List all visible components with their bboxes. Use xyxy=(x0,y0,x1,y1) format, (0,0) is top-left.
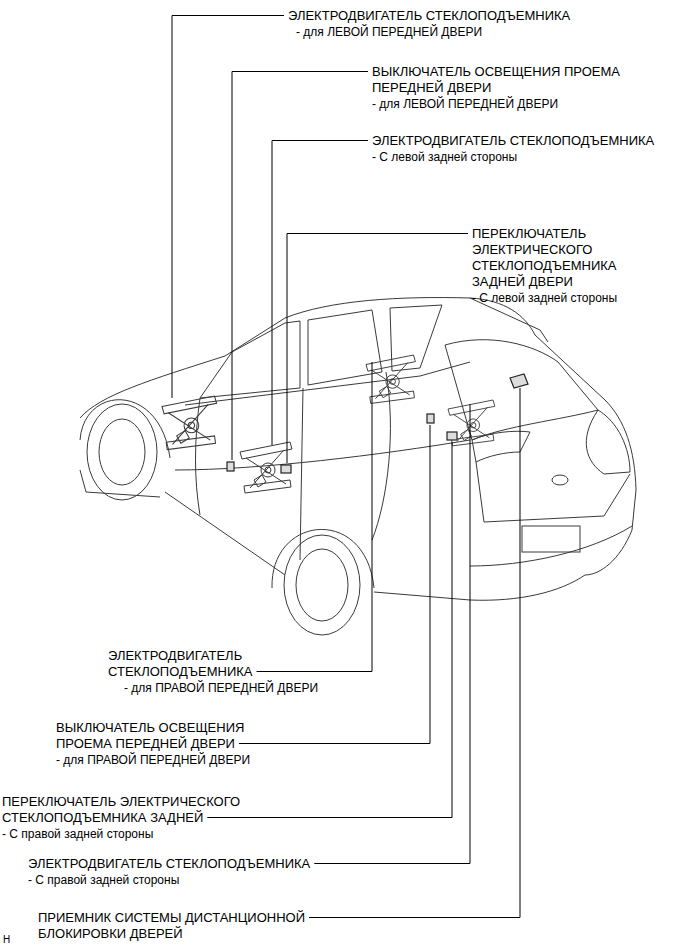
leader-line xyxy=(172,16,284,399)
front-wheel xyxy=(87,404,157,500)
window-regulator-motor xyxy=(162,396,217,450)
window-regulator-motor xyxy=(240,442,292,493)
location-note: - для ПРАВОЙ ПЕРЕДНЕЙ ДВЕРИ xyxy=(124,680,384,696)
character-line xyxy=(175,440,470,470)
window-switch xyxy=(281,465,291,473)
leader-line xyxy=(287,234,468,464)
window-switch xyxy=(447,432,457,440)
sill-line xyxy=(165,492,285,575)
callout-group: ПРИЕМНИК СИСТЕМЫ ДИСТАНЦИОННОЙ БЛОКИРОВК… xyxy=(38,910,338,942)
leader-line xyxy=(309,388,520,918)
rear-door-edge xyxy=(372,372,390,540)
part-name: ЭЛЕКТРОДВИГАТЕЛЬ СТЕКЛОПОДЪЕМНИКА xyxy=(108,648,293,680)
callout-group: ЭЛЕКТРОДВИГАТЕЛЬ СТЕКЛОПОДЪЕМНИКА- С пра… xyxy=(28,856,358,888)
license-plate xyxy=(522,526,580,552)
belt-line xyxy=(185,362,470,405)
location-note: - С правой задней стороны xyxy=(28,872,268,888)
quarter-window xyxy=(390,305,442,371)
leader-line xyxy=(314,404,470,864)
callout-group: ЭЛЕКТРОДВИГАТЕЛЬ СТЕКЛОПОДЪЕМНИКА- С лев… xyxy=(372,133,684,165)
leader-line xyxy=(257,362,372,672)
location-note: - С левой задней стороны xyxy=(372,149,652,165)
hatch-lower xyxy=(476,462,630,522)
rear-glass xyxy=(445,340,598,440)
callout-group: ВЫКЛЮЧАТЕЛЬ ОСВЕЩЕНИЯ ПРОЕМА ПЕРЕДНЕЙ ДВ… xyxy=(372,64,667,112)
rear-edge xyxy=(535,335,636,575)
part-name: ВЫКЛЮЧАТЕЛЬ ОСВЕЩЕНИЯ ПРОЕМА ПЕРЕДНЕЙ ДВ… xyxy=(56,720,278,752)
leader-line xyxy=(272,141,368,446)
rear-wheel xyxy=(284,535,360,635)
callout-group: ПЕРЕКЛЮЧАТЕЛЬ ЭЛЕКТРИЧЕСКОГО СТЕКЛОПОДЪЕ… xyxy=(472,226,677,306)
part-name: ЭЛЕКТРОДВИГАТЕЛЬ СТЕКЛОПОДЪЕМНИКА xyxy=(28,856,358,872)
part-name: ВЫКЛЮЧАТЕЛЬ ОСВЕЩЕНИЯ ПРОЕМА ПЕРЕДНЕЙ ДВ… xyxy=(372,64,667,96)
callout-group: ЭЛЕКТРОДВИГАТЕЛЬ СТЕКЛОПОДЪЕМНИКА- для Л… xyxy=(288,8,678,40)
rear-bumper xyxy=(470,526,632,566)
part-name: ПЕРЕКЛЮЧАТЕЛЬ ЭЛЕКТРИЧЕСКОГО СТЕКЛОПОДЪЕ… xyxy=(2,794,287,826)
rear-door-window xyxy=(308,310,382,385)
callout-group: H xyxy=(3,934,43,946)
leader-line xyxy=(232,72,368,461)
rear-wheel-rim xyxy=(296,549,348,621)
a-pillar xyxy=(225,318,285,356)
callout-group: ВЫКЛЮЧАТЕЛЬ ОСВЕЩЕНИЯ ПРОЕМА ПЕРЕДНЕЙ ДВ… xyxy=(56,720,316,768)
figure-code: H xyxy=(3,934,43,946)
callout-group: ЭЛЕКТРОДВИГАТЕЛЬ СТЕКЛОПОДЪЕМНИКА- для П… xyxy=(108,648,384,696)
location-note: - для ЛЕВОЙ ПЕРЕДНЕЙ ДВЕРИ xyxy=(296,24,596,40)
location-note: - для ПРАВОЙ ПЕРЕДНЕЙ ДВЕРИ xyxy=(56,752,316,768)
rear-quarter-lower xyxy=(374,575,585,600)
leader-line xyxy=(239,425,430,744)
part-name: ЭЛЕКТРОДВИГАТЕЛЬ СТЕКЛОПОДЪЕМНИКА xyxy=(372,133,684,149)
part-name: ПРИЕМНИК СИСТЕМЫ ДИСТАНЦИОННОЙ БЛОКИРОВК… xyxy=(38,910,338,942)
part-name: ЭЛЕКТРОДВИГАТЕЛЬ СТЕКЛОПОДЪЕМНИКА xyxy=(288,8,678,24)
front-door-window xyxy=(200,321,300,398)
location-note: - С левой задней стороны xyxy=(472,290,677,306)
tail-light xyxy=(586,410,630,474)
window-regulator-motor xyxy=(366,355,415,403)
courtesy-switch xyxy=(227,462,234,471)
emblem xyxy=(552,475,568,485)
window-regulator-motor xyxy=(448,400,495,446)
hood-line xyxy=(80,356,225,418)
location-note: - для ЛЕВОЙ ПЕРЕДНЕЙ ДВЕРИ xyxy=(372,96,652,112)
part-name: ПЕРЕКЛЮЧАТЕЛЬ ЭЛЕКТРИЧЕСКОГО СТЕКЛОПОДЪЕ… xyxy=(472,226,657,290)
location-note: - С правой задней стороны xyxy=(2,826,242,842)
front-wheel-rim xyxy=(99,419,145,485)
courtesy-switch xyxy=(427,414,434,423)
door-lock-receiver xyxy=(510,374,528,388)
rear-wheel-arch xyxy=(272,529,374,588)
callout-group: ПЕРЕКЛЮЧАТЕЛЬ ЭЛЕКТРИЧЕСКОГО СТЕКЛОПОДЪЕ… xyxy=(2,794,287,842)
